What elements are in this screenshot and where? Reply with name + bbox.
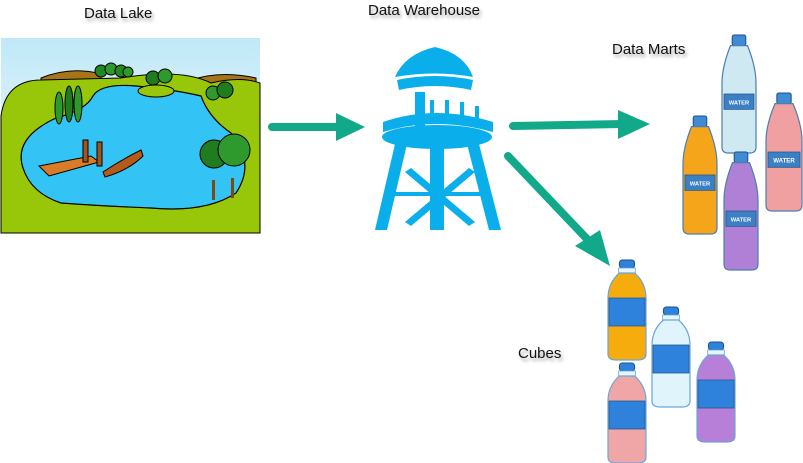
cube-light-blue-bottle: [651, 306, 691, 408]
data-marts-label: Data Marts: [612, 41, 686, 58]
arrow-warehouse-to-data-marts: [508, 107, 653, 147]
bottle-label: WATER: [729, 101, 750, 107]
bottle-label: WATER: [773, 158, 795, 165]
dock-post: [82, 139, 89, 163]
data-mart-purple-bottle: WATER: [723, 151, 759, 271]
water-tower-icon: [375, 42, 515, 230]
arrow-warehouse-to-cubes: [500, 148, 615, 268]
rowboat: [102, 149, 144, 178]
arrow-lake-to-warehouse: [268, 110, 368, 150]
data-warehouse-label: Data Warehouse: [368, 2, 481, 19]
island: [137, 84, 175, 98]
data-lake-illustration: [0, 38, 261, 234]
data-lake-label: Data Lake: [84, 5, 153, 22]
data-mart-orange-bottle: WATER: [682, 115, 718, 235]
cube-orange-bottle: [607, 259, 647, 361]
cube-pink-bottle: [607, 362, 647, 463]
cube-purple-bottle: [696, 341, 736, 443]
bottle-label: WATER: [731, 218, 752, 224]
data-mart-pink-bottle: WATER: [765, 92, 803, 212]
dock-post: [96, 141, 103, 167]
data-marts-bottles: WATER WATER WATER WATER: [680, 30, 803, 271]
cubes-label: Cubes: [518, 345, 562, 362]
data-mart-light-blue-bottle: WATER: [721, 34, 757, 154]
bottle-label: WATER: [690, 182, 711, 188]
trees: [54, 62, 251, 200]
cubes-bottles: [600, 255, 750, 463]
